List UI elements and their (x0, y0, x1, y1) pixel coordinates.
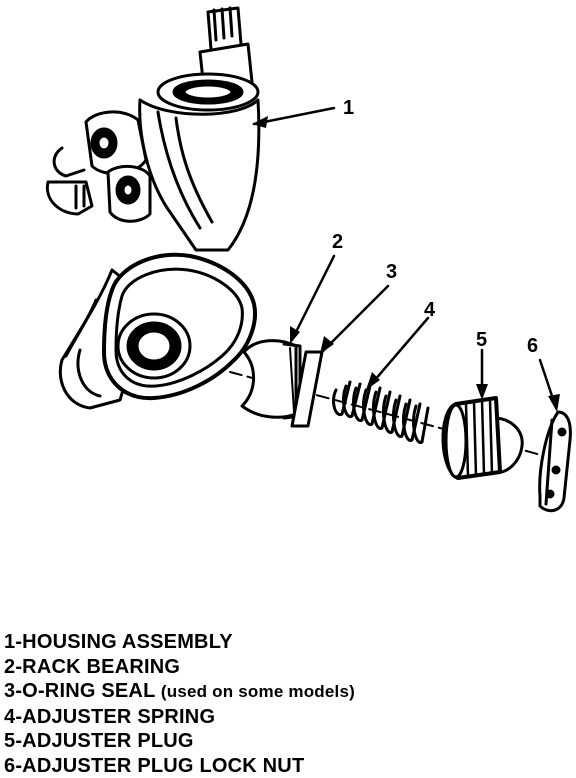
callout-5: 5 (476, 329, 488, 351)
legend-item-o-ring-seal: 3-O-RING SEAL (used on some models) (4, 679, 574, 705)
housing-assembly (45, 6, 261, 410)
callout-1: 1 (343, 97, 355, 119)
legend-item-housing-assembly: 1-HOUSING ASSEMBLY (4, 630, 574, 655)
callout-3: 3 (386, 261, 398, 283)
o-ring-seal (290, 350, 324, 428)
rack-bearing (240, 339, 302, 420)
leader-lines (252, 106, 558, 410)
exploded-view-diagram (45, 6, 572, 513)
adjuster-plug (441, 396, 524, 480)
legend-item-adjuster-plug: 5-ADJUSTER PLUG (4, 729, 574, 754)
legend-text: 5-ADJUSTER PLUG (4, 730, 194, 752)
legend-text: 2-RACK BEARING (4, 655, 181, 678)
legend-item-adjuster-plug-lock-nut: 6-ADJUSTER PLUG LOCK NUT (4, 754, 574, 778)
parts-legend: 1-HOUSING ASSEMBLY 2-RACK BEARING 3-O-RI… (4, 630, 574, 778)
legend-text: 4-ADJUSTER SPRING (4, 705, 216, 728)
callout-2: 2 (332, 231, 344, 253)
leader-arrowheads (252, 116, 560, 412)
callout-4: 4 (424, 299, 436, 321)
leader-4 (366, 316, 430, 390)
legend-note: (used on some models) (160, 682, 355, 701)
legend-text: 6-ADJUSTER PLUG LOCK NUT (4, 754, 305, 777)
legend-text: 3-O-RING SEAL (4, 680, 161, 702)
adjuster-plug-lock-nut (538, 410, 572, 513)
legend-item-adjuster-spring: 4-ADJUSTER SPRING (4, 705, 574, 730)
legend-item-rack-bearing: 2-RACK BEARING (4, 655, 574, 680)
legend-text: 1-HOUSING ASSEMBLY (4, 631, 233, 653)
callout-6: 6 (527, 335, 539, 357)
leader-1 (252, 106, 336, 126)
leader-3 (320, 284, 390, 354)
leader-2 (290, 254, 336, 342)
adjuster-spring (332, 380, 430, 444)
